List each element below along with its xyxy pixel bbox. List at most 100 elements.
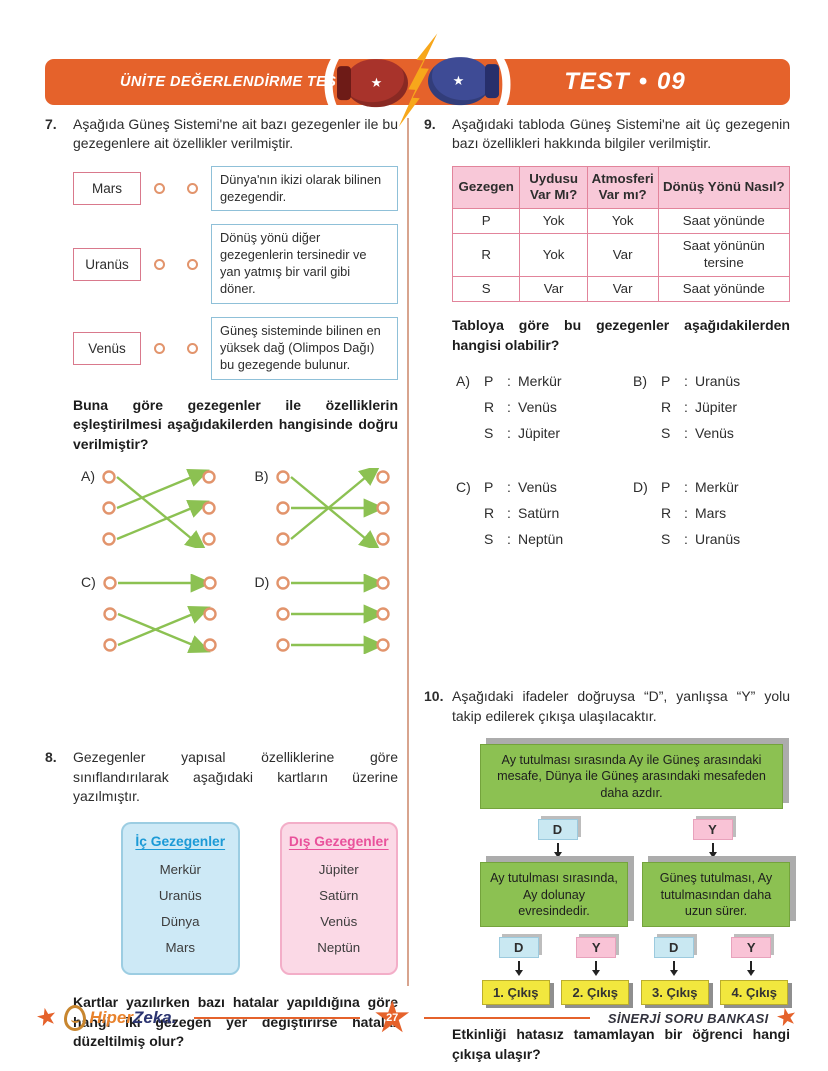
colon: : (507, 479, 511, 496)
test-separator-dot: • (638, 68, 649, 95)
planet-name: Neptün (518, 531, 564, 548)
table-cell: Var (586, 233, 659, 277)
planet-name: Uranüs (695, 373, 741, 390)
planet-description-box: Güneş sisteminde bilinen en yüksek dağ (… (211, 316, 398, 380)
question-intro: Aşağıda Güneş Sistemi'ne ait bazı gezege… (73, 116, 398, 152)
left-column: 7. Aşağıda Güneş Sistemi'ne ait bazı gez… (45, 115, 398, 1071)
option-pair-row: R:Satürn (484, 505, 563, 521)
decision-slot: Y (635, 815, 790, 859)
colon: : (507, 425, 511, 442)
match-circle (187, 258, 198, 270)
planet-list-item: Uranüs (158, 888, 202, 904)
option-label: A) (81, 468, 95, 485)
option-label: B) (254, 468, 269, 485)
decision-box-d: D (498, 937, 539, 959)
match-circle (154, 258, 165, 270)
column-divider (407, 118, 409, 986)
planet-name-box: Uranüs (73, 247, 141, 281)
planet-name-box: Mars (73, 172, 141, 206)
option-label: D) (633, 479, 648, 496)
arrow-shaft (672, 961, 675, 971)
planet-name: Merkür (518, 373, 562, 390)
decision-box-y: Y (731, 937, 772, 959)
match-circle (154, 342, 165, 354)
planet-letter: S (661, 531, 671, 548)
matching-diagram (102, 469, 216, 549)
answer-option-diagram: D) (254, 574, 399, 655)
option-pair-row: S:Venüs (661, 425, 740, 441)
arrow-head (592, 970, 601, 977)
planet-name: Jüpiter (695, 399, 738, 416)
flow-statement-right: Güneş tutulması, Ay tutulmasından daha u… (642, 862, 790, 928)
option-label: D) (254, 574, 270, 591)
test-number: 09 (657, 68, 686, 95)
planet-name: Uranüs (695, 531, 741, 548)
boxing-glove-red-icon: ★ (336, 59, 408, 108)
colon: : (507, 399, 511, 416)
arrow-head (553, 852, 562, 859)
page-footer: ★ Hiper Zeka. ★ 27 SİNERJİ SORU BANKASI … (33, 996, 801, 1040)
exit-box: 4. Çıkış (720, 980, 789, 1006)
question-intro: Aşağıdaki tabloda Güneş Sistemi'ne ait ü… (452, 116, 790, 152)
decision-box-y: Y (576, 937, 617, 959)
question-number: 8. (45, 749, 57, 766)
answer-option-diagram: B) (254, 468, 399, 549)
question-7: 7. Aşağıda Güneş Sistemi'ne ait bazı gez… (45, 115, 399, 655)
right-paren-decoration: ) (493, 44, 514, 115)
planet-name: Jüpiter (518, 425, 561, 442)
star-icon: ★ (773, 1002, 801, 1033)
q10-flowchart: Ay tutulması sırasında Ay ile Güneş aras… (480, 744, 790, 1006)
planet-name: Venüs (518, 399, 557, 416)
question-9: 9. Aşağıdaki tabloda Güneş Sistemi'ne ai… (424, 115, 791, 548)
colon: : (684, 479, 688, 496)
arrow-head (514, 970, 523, 977)
arrow-shaft (556, 843, 559, 853)
page-number-star-icon: ★ 27 (370, 996, 414, 1040)
option-label: C) (81, 574, 96, 591)
star-icon: ★ (33, 1002, 60, 1033)
series-title: SİNERJİ SORU BANKASI (607, 1010, 769, 1026)
option-text: Mars ile Satürn (257, 1068, 351, 1071)
planet-letter: R (661, 505, 672, 522)
table-header-cell: Atmosferi Var mı? (586, 165, 659, 209)
table-cell: S (451, 275, 521, 303)
colon: : (507, 373, 511, 390)
arrow-down-icon (669, 961, 678, 977)
arrow-down-icon (708, 843, 717, 859)
question-stem: Etkinliği hatasız tamamlayan bir öğrenci… (452, 1026, 790, 1062)
option-pair-row: R:Mars (661, 505, 740, 521)
matching-diagram (276, 574, 390, 655)
question-stem: Tabloya göre bu gezegenler aşağıdakilerd… (452, 317, 790, 353)
option-pair-row: R:Venüs (484, 399, 562, 415)
match-dots (154, 258, 198, 270)
planet-letter: R (484, 505, 495, 522)
decision-slot: D (480, 815, 635, 859)
option-pair-row: R:Jüpiter (661, 399, 740, 415)
planet-letter: R (661, 399, 672, 416)
planet-list-item: Merkür (159, 862, 201, 878)
exit-box: 2. Çıkış (561, 980, 630, 1006)
option-pair-row: P:Merkür (484, 373, 562, 389)
footer-divider-line (194, 1017, 361, 1019)
match-circle (154, 183, 165, 195)
table-cell: P (451, 207, 521, 235)
option-label: B) (236, 1068, 250, 1071)
colon: : (507, 531, 511, 548)
planet-letter: S (661, 425, 671, 442)
footer-divider-line (424, 1017, 590, 1019)
arrow-head (669, 970, 678, 977)
arrow-down-icon (592, 961, 601, 977)
page-number: 27 (386, 1012, 399, 1024)
planet-list-item: Dünya (161, 914, 200, 930)
exit-slot: 2. Çıkış (560, 980, 632, 1006)
colon: : (684, 531, 688, 548)
answer-option-diagram: A) (81, 468, 225, 549)
